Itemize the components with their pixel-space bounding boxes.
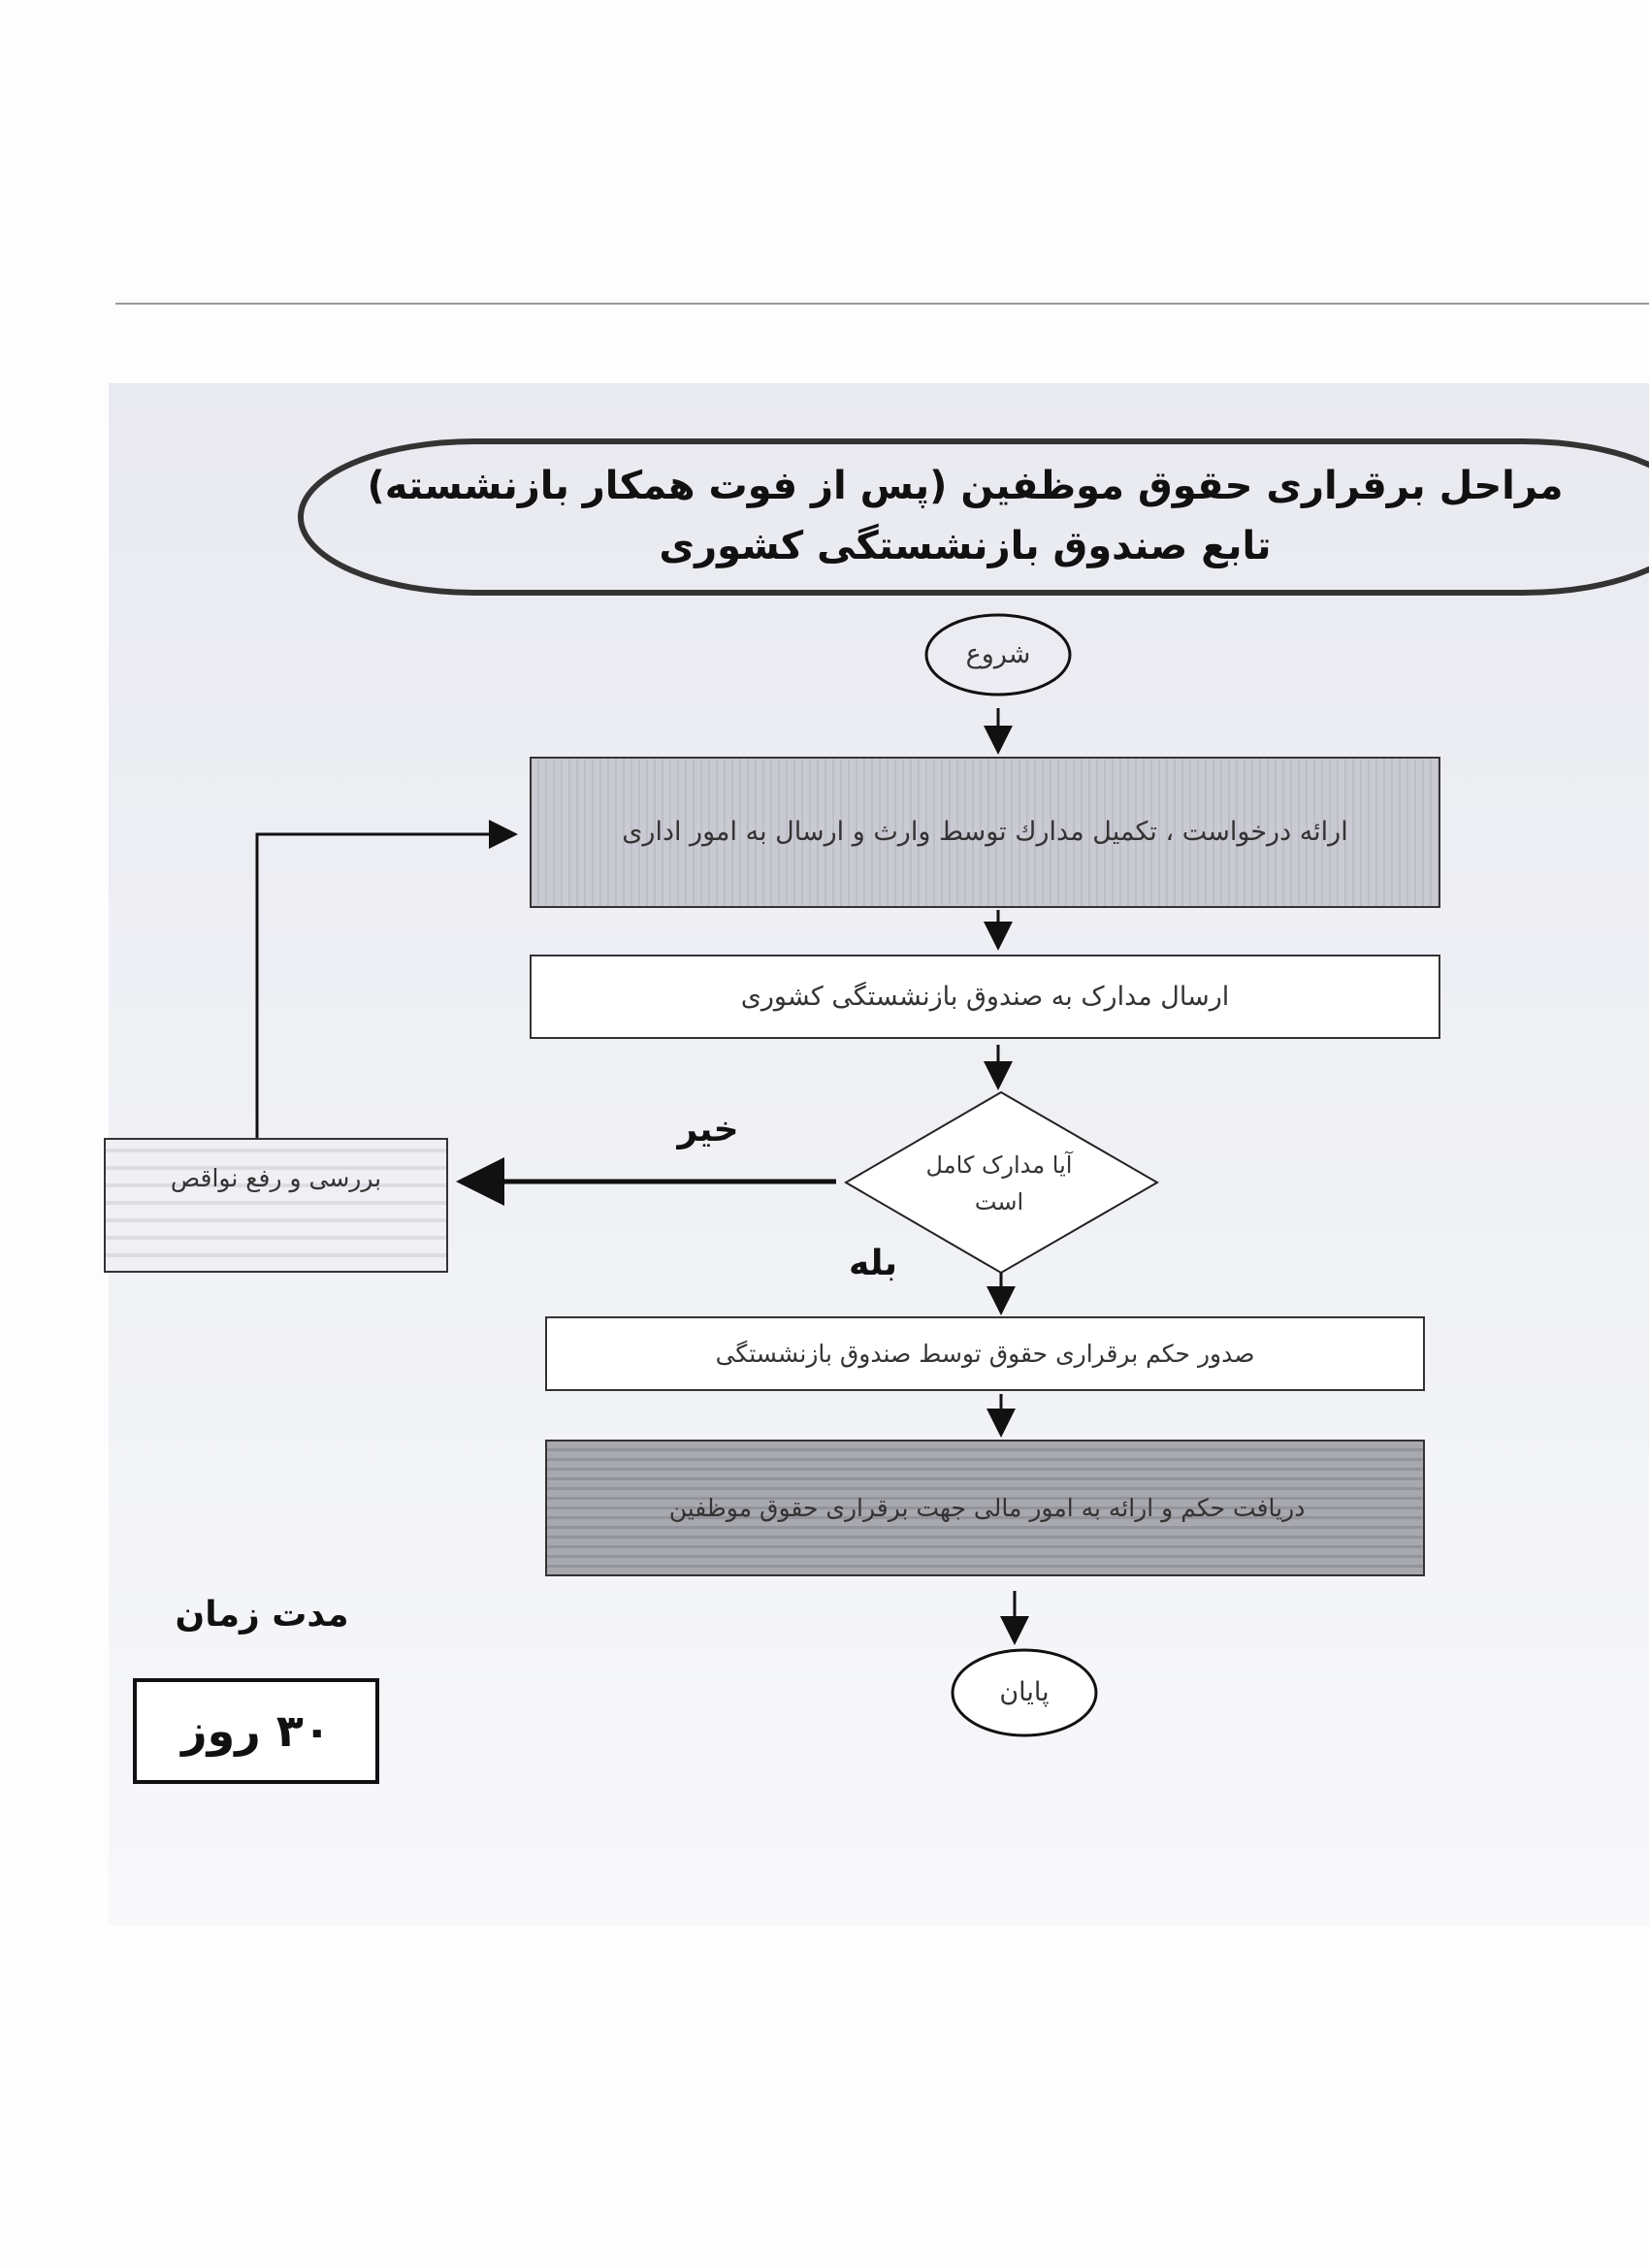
start-oval <box>924 613 1072 697</box>
title-line-2: تابع صندوق بازنشستگی کشوری <box>659 524 1272 568</box>
title-ellipse <box>298 438 1649 596</box>
end-oval <box>951 1648 1098 1737</box>
step-fix-deficiencies-text: بررسی و رفع نواقص <box>170 1164 382 1192</box>
page-rule <box>115 303 1649 305</box>
end-label: پایان <box>999 1677 1050 1708</box>
title-line-1: مراحل برقراری حقوق موظفین (پس از فوت همک… <box>367 464 1564 508</box>
step-submit-request-text: ارائه درخواست ، تکمیل مدارك توسط وارث و … <box>622 817 1348 848</box>
step-issue-ruling: صدور حکم برقراری حقوق توسط صندوق بازنشست… <box>545 1316 1425 1391</box>
arrow-loop-back <box>255 820 518 1138</box>
step-send-documents-text: ارسال مدارک به صندوق بازنشستگی کشوری <box>740 981 1230 1012</box>
step-receive-ruling-text: دریافت حکم و ارائه به امور مالی جهت برقر… <box>668 1493 1306 1522</box>
decision-text: آیا مدارک کامل است <box>925 1150 1073 1215</box>
duration-value: ۳۰ روز <box>181 1703 331 1757</box>
step-issue-ruling-text: صدور حکم برقراری حقوق توسط صندوق بازنشست… <box>715 1339 1255 1368</box>
diagram-title: مراحل برقراری حقوق موظفین (پس از فوت همک… <box>320 448 1610 584</box>
duration-box: ۳۰ روز <box>133 1678 379 1784</box>
step-submit-request: ارائه درخواست ، تکمیل مدارك توسط وارث و … <box>530 757 1440 908</box>
step-fix-deficiencies: بررسی و رفع نواقص <box>104 1138 448 1273</box>
duration-label: مدت زمان <box>175 1595 349 1636</box>
no-label: خیر <box>677 1110 739 1150</box>
start-label: شروع <box>965 639 1031 670</box>
step-receive-ruling: دریافت حکم و ارائه به امور مالی جهت برقر… <box>545 1440 1425 1576</box>
step-send-documents: ارسال مدارک به صندوق بازنشستگی کشوری <box>530 955 1440 1039</box>
yes-label: بله <box>848 1244 898 1284</box>
